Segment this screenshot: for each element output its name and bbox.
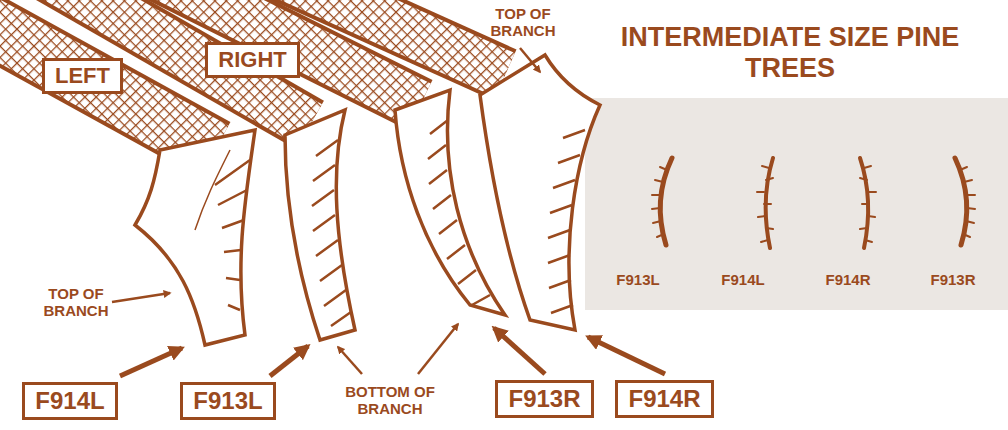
tool-number-box: F914L bbox=[22, 382, 118, 420]
leader-arrows bbox=[120, 328, 665, 376]
label-arrows bbox=[112, 48, 540, 374]
part-note: TOP OF BRANCH bbox=[478, 6, 568, 39]
tool-label: F914R bbox=[628, 385, 701, 413]
tool-label: F914L bbox=[35, 387, 105, 415]
impression-marks bbox=[652, 158, 975, 248]
part-note: TOP OF BRANCH bbox=[40, 286, 112, 319]
tool-number-box: F913R bbox=[495, 380, 594, 418]
impression-label: F913L bbox=[598, 272, 678, 289]
tool-label: F913R bbox=[508, 385, 581, 413]
impression-label: F913R bbox=[913, 272, 993, 289]
tool-label: F913L bbox=[193, 387, 263, 415]
tool-number-box: F913L bbox=[180, 382, 276, 420]
handle-tag: RIGHT bbox=[205, 42, 300, 78]
impression-panel bbox=[585, 98, 1008, 310]
impression-label: F914L bbox=[703, 272, 783, 289]
tool-number-box: F914R bbox=[615, 380, 714, 418]
impression-label: F914R bbox=[808, 272, 888, 289]
diagram-title: INTERMEDIATE SIZE PINE TREES bbox=[615, 22, 965, 84]
handle-tag: LEFT bbox=[42, 58, 123, 94]
part-note: BOTTOM OF BRANCH bbox=[330, 384, 450, 417]
tool-label: LEFT bbox=[55, 63, 110, 89]
tool-label: RIGHT bbox=[218, 47, 287, 73]
